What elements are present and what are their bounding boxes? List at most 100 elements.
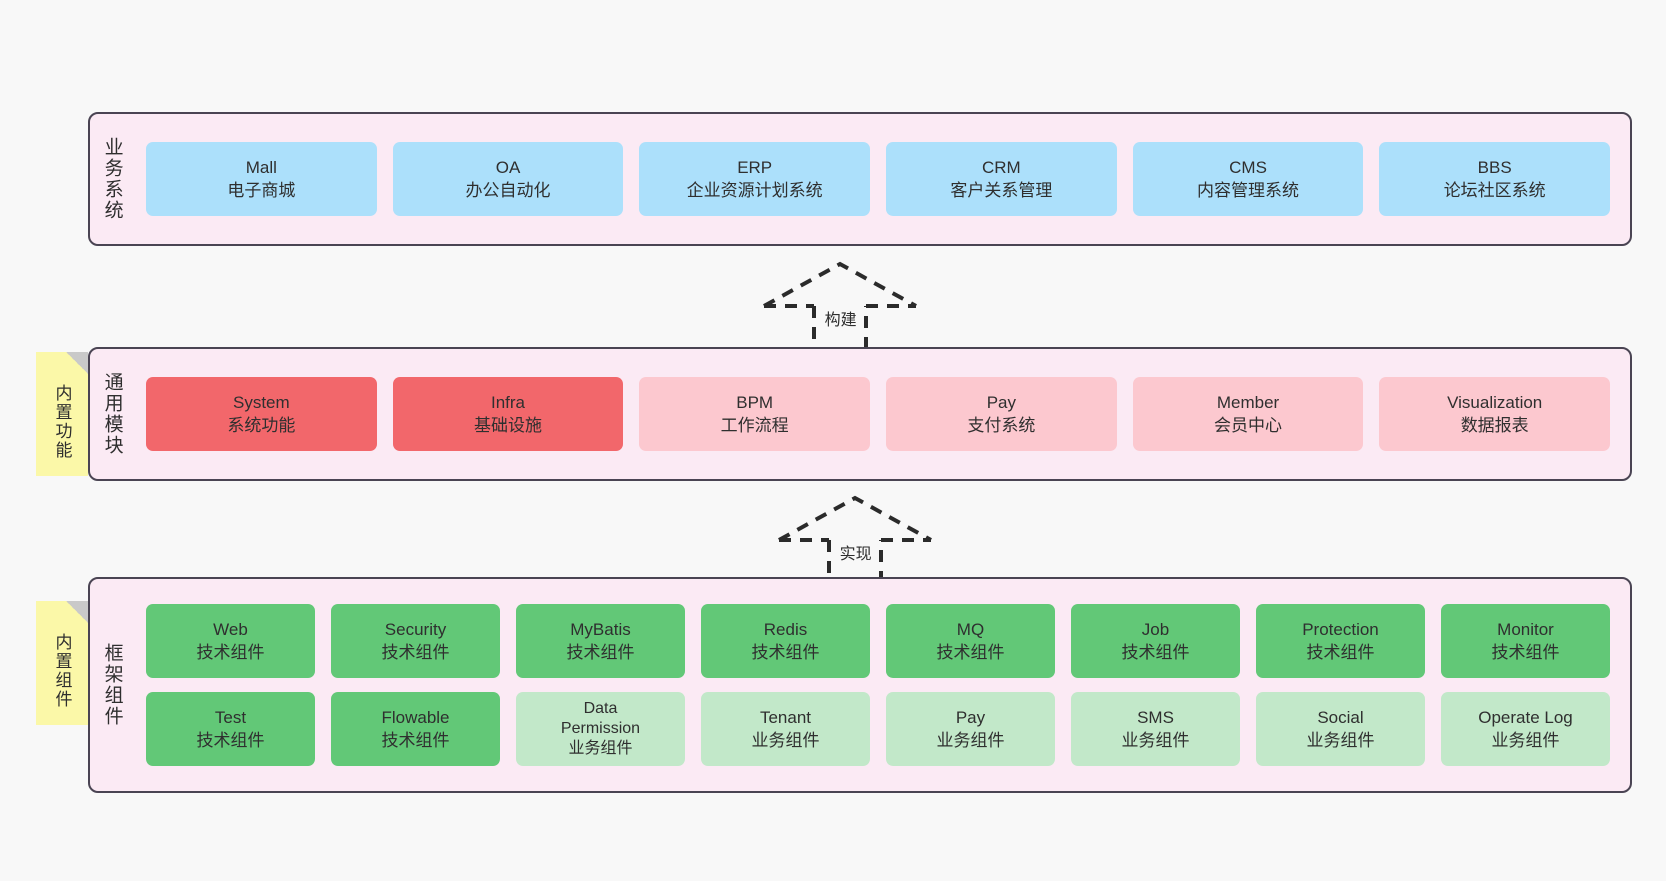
layer-common-modules-label: 通用模块 xyxy=(101,372,123,456)
node-subtitle: 业务组件 xyxy=(1121,731,1190,750)
layer-framework-components: 框架组件 Web 技术组件 Security 技术组件 xyxy=(88,577,1632,793)
node-cell: Test 技术组件 xyxy=(138,692,323,766)
node-protection[interactable]: Protection 技术组件 xyxy=(1256,604,1425,678)
node-cell: OA 办公自动化 xyxy=(385,142,632,216)
node-subtitle: 业务组件 xyxy=(936,731,1005,750)
node-security[interactable]: Security 技术组件 xyxy=(331,604,500,678)
node-member[interactable]: Member 会员中心 xyxy=(1132,377,1364,451)
node-subtitle: 办公自动化 xyxy=(465,181,551,200)
node-visualization[interactable]: Visualization 数据报表 xyxy=(1379,377,1611,451)
node-title: Test xyxy=(214,707,247,727)
node-pay-module[interactable]: Pay 支付系统 xyxy=(886,377,1117,451)
node-crm[interactable]: CRM 客户关系管理 xyxy=(886,142,1117,216)
node-subtitle: 技术组件 xyxy=(1121,643,1190,662)
node-web[interactable]: Web 技术组件 xyxy=(146,604,315,678)
sticky-note-label: 内置功能 xyxy=(52,384,72,460)
node-title: Pay xyxy=(986,392,1016,412)
node-cell: System 系统功能 xyxy=(138,377,385,451)
node-cell: Operate Log 业务组件 xyxy=(1433,692,1618,766)
node-subtitle: 电子商城 xyxy=(227,181,296,200)
layer-framework-components-label: 框架组件 xyxy=(101,643,123,727)
node-title: Pay xyxy=(955,707,986,727)
sticky-note-builtin-components: 内置组件 xyxy=(36,601,88,725)
node-subtitle: 系统功能 xyxy=(227,416,296,435)
node-social[interactable]: Social 业务组件 xyxy=(1256,692,1425,766)
node-infra[interactable]: Infra 基础设施 xyxy=(392,377,624,451)
node-row: Web 技术组件 Security 技术组件 MyBatis 技术组件 xyxy=(138,604,1618,678)
node-subtitle: 内容管理系统 xyxy=(1197,181,1300,200)
node-subtitle: 企业资源计划系统 xyxy=(686,181,823,200)
node-title: ERP xyxy=(737,157,773,177)
node-erp[interactable]: ERP 企业资源计划系统 xyxy=(639,142,871,216)
node-pay-component[interactable]: Pay 业务组件 xyxy=(886,692,1055,766)
node-cell: MyBatis 技术组件 xyxy=(508,604,693,678)
node-title: Tenant xyxy=(759,707,812,727)
node-title: MQ xyxy=(956,619,985,639)
node-subtitle: 客户关系管理 xyxy=(950,181,1053,200)
node-subtitle: 技术组件 xyxy=(1306,643,1375,662)
node-flowable[interactable]: Flowable 技术组件 xyxy=(331,692,500,766)
node-title: Job xyxy=(1141,619,1170,639)
node-subtitle: 业务组件 xyxy=(568,740,633,758)
node-cell: Monitor 技术组件 xyxy=(1433,604,1618,678)
connector-implement-label: 实现 xyxy=(839,546,872,563)
node-sms[interactable]: SMS 业务组件 xyxy=(1071,692,1240,766)
node-row: Test 技术组件 Flowable 技术组件 Data Permission … xyxy=(138,692,1618,766)
node-test[interactable]: Test 技术组件 xyxy=(146,692,315,766)
node-bpm[interactable]: BPM 工作流程 xyxy=(639,377,871,451)
node-title: System xyxy=(232,392,290,412)
connector-build: 构建 xyxy=(760,258,920,358)
node-mq[interactable]: MQ 技术组件 xyxy=(886,604,1055,678)
node-mall[interactable]: Mall 电子商城 xyxy=(146,142,377,216)
node-subtitle: 技术组件 xyxy=(1491,643,1560,662)
layer-framework-components-body: Web 技术组件 Security 技术组件 MyBatis 技术组件 xyxy=(134,579,1630,791)
node-title: BPM xyxy=(736,392,774,412)
node-title: OA xyxy=(495,157,521,177)
node-operate-log[interactable]: Operate Log 业务组件 xyxy=(1441,692,1610,766)
node-subtitle: 技术组件 xyxy=(196,731,265,750)
node-row: Mall 电子商城 OA 办公自动化 ERP 企业资源计划系统 xyxy=(138,142,1618,216)
node-subtitle: 业务组件 xyxy=(1491,731,1560,750)
node-subtitle: 技术组件 xyxy=(936,643,1005,662)
node-cms[interactable]: CMS 内容管理系统 xyxy=(1132,142,1364,216)
node-title: Data Permission xyxy=(560,699,641,737)
node-mybatis[interactable]: MyBatis 技术组件 xyxy=(516,604,685,678)
node-title: Member xyxy=(1216,392,1280,412)
node-data-permission[interactable]: Data Permission 业务组件 xyxy=(516,692,685,766)
node-row: System 系统功能 Infra 基础设施 BPM 工作流程 xyxy=(138,377,1618,451)
node-cell: Tenant 业务组件 xyxy=(693,692,878,766)
node-cell: Protection 技术组件 xyxy=(1248,604,1433,678)
page-fold-icon xyxy=(66,601,88,623)
node-subtitle: 技术组件 xyxy=(566,643,635,662)
sticky-note-label: 内置组件 xyxy=(52,633,72,709)
node-title: Visualization xyxy=(1447,392,1543,412)
node-cell: Infra 基础设施 xyxy=(385,377,632,451)
node-cell: Mall 电子商城 xyxy=(138,142,385,216)
node-oa[interactable]: OA 办公自动化 xyxy=(392,142,624,216)
node-title: Redis xyxy=(763,619,808,639)
node-title: Infra xyxy=(490,392,526,412)
node-subtitle: 技术组件 xyxy=(381,731,450,750)
node-redis[interactable]: Redis 技术组件 xyxy=(701,604,870,678)
node-monitor[interactable]: Monitor 技术组件 xyxy=(1441,604,1610,678)
node-title: Social xyxy=(1317,707,1364,727)
node-subtitle: 业务组件 xyxy=(1306,731,1375,750)
node-subtitle: 技术组件 xyxy=(196,643,265,662)
node-subtitle: 技术组件 xyxy=(381,643,450,662)
node-system[interactable]: System 系统功能 xyxy=(146,377,377,451)
layer-business-systems-label: 业务系统 xyxy=(101,137,123,221)
sticky-note-builtin-functions: 内置功能 xyxy=(36,352,88,476)
node-cell: Data Permission 业务组件 xyxy=(508,692,693,766)
node-title: Protection xyxy=(1302,619,1379,639)
node-title: SMS xyxy=(1137,707,1174,727)
node-cell: SMS 业务组件 xyxy=(1063,692,1248,766)
node-subtitle: 支付系统 xyxy=(967,416,1036,435)
node-bbs[interactable]: BBS 论坛社区系统 xyxy=(1379,142,1611,216)
layer-common-modules: 通用模块 System 系统功能 Infra 基础设施 xyxy=(88,347,1632,481)
node-cell: ERP 企业资源计划系统 xyxy=(631,142,878,216)
node-tenant[interactable]: Tenant 业务组件 xyxy=(701,692,870,766)
node-job[interactable]: Job 技术组件 xyxy=(1071,604,1240,678)
node-title: Flowable xyxy=(381,707,450,727)
node-subtitle: 会员中心 xyxy=(1214,416,1283,435)
